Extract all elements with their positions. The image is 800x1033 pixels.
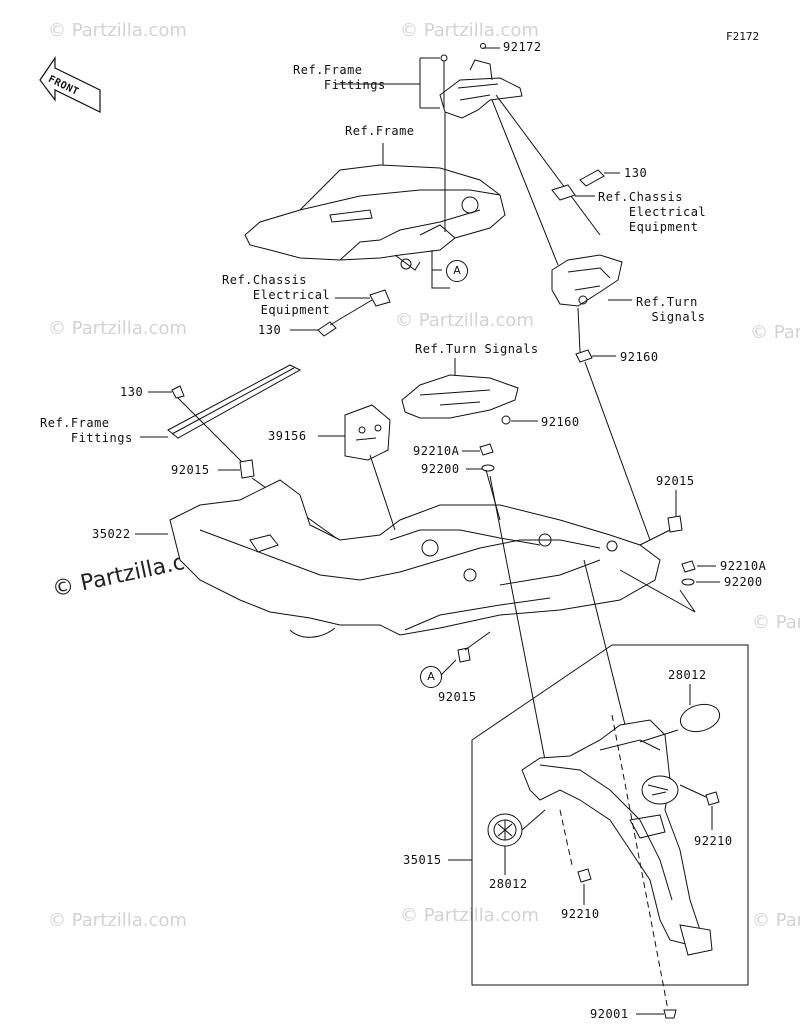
label-ref-frame-fittings-left: Ref.Frame Fittings xyxy=(40,416,133,445)
watermark: © Partzilla.com xyxy=(48,20,187,41)
label-92015-left: 92015 xyxy=(171,463,210,477)
watermark: © Partzilla.com xyxy=(750,322,800,343)
turn-signal-right xyxy=(551,254,623,307)
screw-92001 xyxy=(663,1009,677,1019)
label-35022: 35022 xyxy=(92,527,131,541)
reflector-28012-top xyxy=(679,703,721,733)
fender-assembly-box xyxy=(471,644,749,986)
reflector-28012-left xyxy=(487,813,523,847)
label-ref-turn-signals-right: Ref.Turn Signals xyxy=(636,295,706,324)
frame-fittings-bar xyxy=(167,364,302,439)
washer-92200-right xyxy=(681,578,695,586)
label-92200-right: 92200 xyxy=(724,575,763,589)
label-28012-top: 28012 xyxy=(668,668,707,682)
bolt-130-mid xyxy=(171,385,185,399)
nut-92210A-center xyxy=(479,443,494,456)
label-92172: 92172 xyxy=(503,40,542,54)
label-92210-right: 92210 xyxy=(694,834,733,848)
nut-92210-bottom xyxy=(577,868,592,883)
plate-39156 xyxy=(344,404,391,461)
front-arrow-icon xyxy=(39,56,101,113)
collar-92015-right xyxy=(667,515,683,533)
callout-a-upper: A xyxy=(446,260,468,282)
watermark: © Partzilla.com xyxy=(395,310,534,331)
label-92200-center: 92200 xyxy=(421,462,460,476)
label-28012-left: 28012 xyxy=(489,877,528,891)
label-39156: 39156 xyxy=(268,429,307,443)
label-130-left: 130 xyxy=(258,323,282,337)
label-130-mid: 130 xyxy=(120,385,144,399)
collar-92015-bottom xyxy=(457,647,471,663)
label-92210A-center: 92210A xyxy=(413,444,460,458)
nut-92210-right xyxy=(705,791,720,806)
bolt-130-left xyxy=(317,321,337,337)
chassis-clip-right xyxy=(551,184,576,201)
label-92015-bottom: 92015 xyxy=(438,690,477,704)
chassis-clip-left xyxy=(369,289,391,307)
watermark: © Partzilla.com xyxy=(400,20,539,41)
nut-92210A-right xyxy=(681,560,696,573)
label-ref-turn-signals-center: Ref.Turn Signals xyxy=(415,342,539,356)
watermark: © Partzilla.com xyxy=(48,910,187,931)
turn-signal-center xyxy=(401,374,519,425)
label-35015: 35015 xyxy=(403,853,442,867)
watermark: © Partzilla.com xyxy=(752,612,800,633)
label-130-top: 130 xyxy=(624,166,648,180)
watermark: © Partzilla.com xyxy=(48,318,187,339)
label-ref-chassis-right: Ref.Chassis Electrical Equipment xyxy=(598,190,707,234)
washer-92200-center xyxy=(481,464,495,472)
callout-a-lower: A xyxy=(420,666,442,688)
label-92210A-right: 92210A xyxy=(720,559,767,573)
label-92160-right: 92160 xyxy=(620,350,659,364)
label-92001: 92001 xyxy=(590,1007,629,1021)
watermark: © Partzilla.com xyxy=(752,910,800,931)
rear-fender-35015 xyxy=(521,719,713,956)
bolt-130-right xyxy=(579,169,620,187)
collar-92015-left xyxy=(239,459,255,479)
undertray-35022 xyxy=(169,479,661,638)
label-92160-center: 92160 xyxy=(541,415,580,429)
label-ref-chassis-left: Ref.Chassis Electrical Equipment xyxy=(222,273,331,317)
frame-fittings-bracket xyxy=(439,43,523,119)
watermark: © Partzilla.com xyxy=(400,905,539,926)
label-92015-right: 92015 xyxy=(656,474,695,488)
label-ref-frame-fittings-top: Ref.Frame Fittings xyxy=(293,63,386,92)
nut-92160-right xyxy=(575,349,593,363)
ref-frame-subframe xyxy=(244,164,506,271)
label-92210-bottom: 92210 xyxy=(561,907,600,921)
figure-id: F2172 xyxy=(726,30,760,43)
label-ref-frame: Ref.Frame xyxy=(345,124,415,138)
